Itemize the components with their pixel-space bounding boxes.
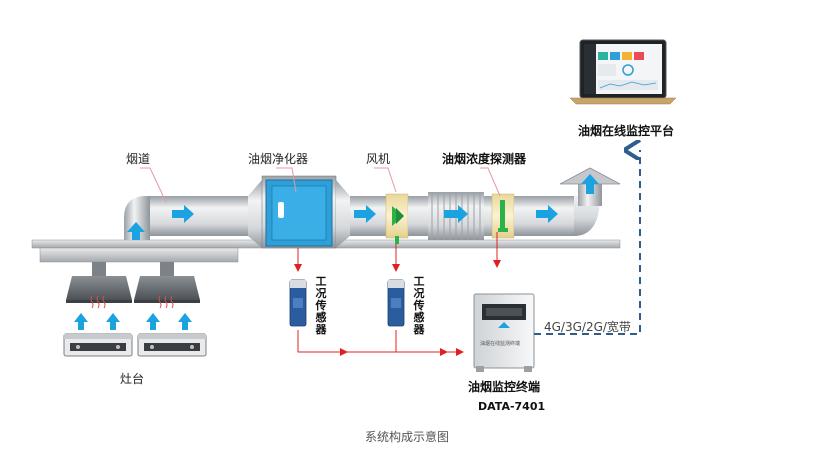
leader-lines <box>140 167 501 203</box>
condition-sensor-2 <box>387 279 405 327</box>
heat-waves <box>90 295 174 309</box>
airflow-arrows <box>127 174 599 240</box>
stove-up-arrows <box>74 313 192 330</box>
label-terminal: 油烟监控终端 <box>468 380 541 394</box>
label-platform: 油烟在线监控平台 <box>578 124 675 138</box>
label-duct: 烟道 <box>126 152 151 166</box>
stove-right <box>137 333 207 357</box>
signal-lines <box>294 232 501 356</box>
label-sensor-2: 工况传感器 <box>413 275 425 336</box>
condition-sensor-1 <box>289 279 307 327</box>
laptop <box>569 39 677 105</box>
terminal-panel-text: 油烟在线监测终端 <box>480 341 521 347</box>
hood-right <box>134 262 200 303</box>
label-network: 4G/3G/2G/宽带 <box>544 320 631 334</box>
label-fan: 风机 <box>366 152 391 166</box>
hood-left <box>66 262 132 303</box>
label-purifier: 油烟净化器 <box>248 152 309 166</box>
label-model: DATA-7401 <box>478 400 546 413</box>
duct-assembly <box>124 167 621 249</box>
diagram-caption: 系统构成示意图 <box>364 430 449 444</box>
purifier-unit <box>265 179 333 247</box>
network-link <box>534 150 640 335</box>
label-stove: 灶台 <box>120 372 145 386</box>
detector-probe <box>498 200 508 232</box>
monitoring-terminal-box <box>473 293 535 372</box>
stove-left <box>63 333 133 357</box>
label-detector: 油烟浓度探测器 <box>442 152 527 166</box>
label-sensor-1: 工况传感器 <box>315 275 327 336</box>
fan <box>392 206 404 244</box>
